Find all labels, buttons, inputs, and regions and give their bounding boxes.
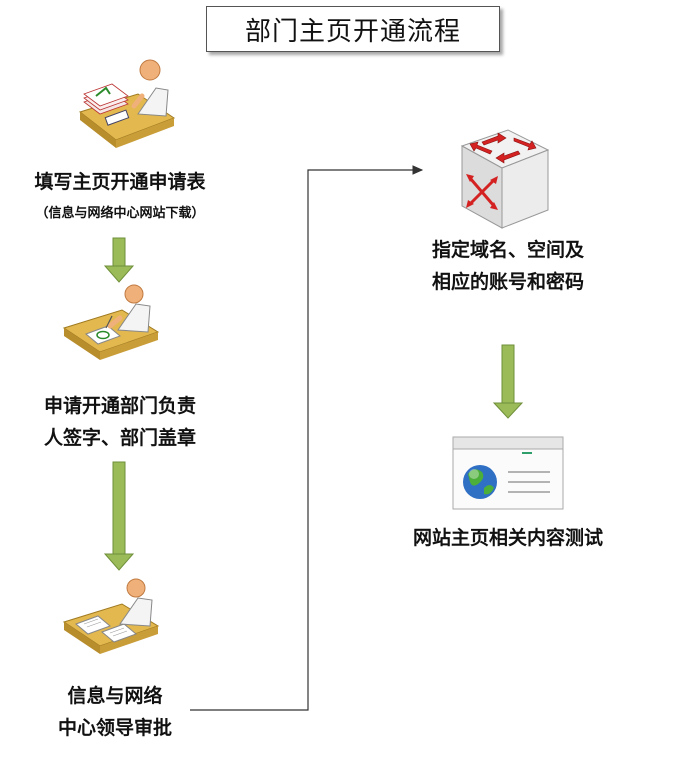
step-2-label-line2: 人签字、部门盖章 — [43, 427, 196, 449]
step-1-label: 填写主页开通申请表 — [34, 171, 206, 193]
step-3-label-line1: 信息与网络 — [67, 685, 163, 707]
browser-globe-icon — [452, 436, 564, 510]
step-4-label-line1: 指定域名、空间及 — [431, 239, 584, 261]
step-3-label-line2: 中心领导审批 — [57, 717, 172, 739]
network-switch-icon — [460, 129, 550, 229]
elbow-connector — [190, 165, 424, 711]
person-signing-icon — [62, 284, 160, 360]
person-writing-icon — [78, 59, 176, 148]
down-arrow-2 — [103, 461, 135, 571]
page-title: 部门主页开通流程 — [206, 6, 500, 52]
step-2-label-line1: 申请开通部门负责 — [43, 395, 196, 417]
down-arrow-3 — [492, 344, 524, 419]
step-4-label-line2: 相应的账号和密码 — [431, 271, 584, 293]
down-arrow-1 — [103, 237, 135, 283]
step-5-label: 网站主页相关内容测试 — [412, 527, 603, 549]
person-reviewing-icon — [62, 578, 160, 654]
step-1-note: （信息与网络中心网站下载） — [35, 206, 205, 221]
